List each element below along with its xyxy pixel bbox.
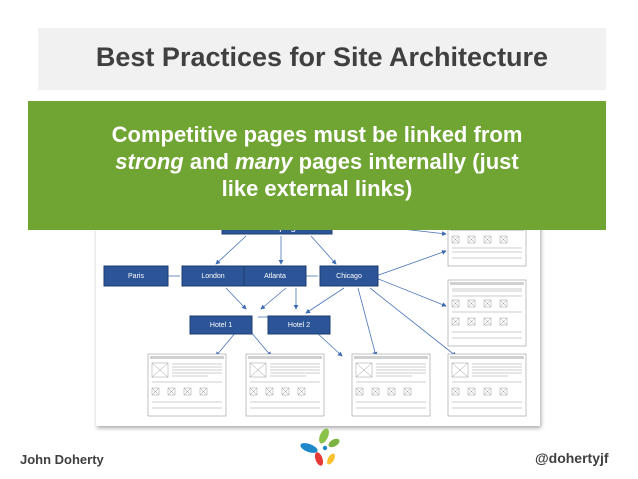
site-architecture-diagram: Homepage Paris [96, 195, 540, 426]
node-hotel-2-label: Hotel 2 [288, 322, 310, 329]
distilled-logo-icon [298, 427, 346, 476]
node-hotel-1-label: Hotel 1 [210, 322, 232, 329]
page-thumbnail [147, 353, 227, 417]
slide-title: Best Practices for Site Architecture [95, 42, 549, 72]
diagram-arrows [168, 220, 457, 357]
page-thumbnail [447, 225, 527, 267]
callout-box: Competitive pages must be linked from st… [28, 101, 606, 230]
callout-text-and: and [183, 149, 236, 174]
page-thumbnail [351, 353, 431, 417]
diagram-svg: Homepage Paris [103, 195, 527, 417]
callout-text-pages: pages internally (just [292, 149, 519, 174]
page-thumbnail [447, 353, 527, 417]
node-hotel-1: Hotel 1 [189, 315, 253, 335]
callout-line-2: strong and many pages internally (just [28, 148, 606, 175]
node-atlanta: Atlanta [243, 265, 307, 287]
node-chicago-label: Chicago [336, 273, 362, 280]
callout-emphasis-many: many [235, 149, 293, 174]
callout-emphasis-strong: strong [115, 149, 184, 174]
callout-line-1: Competitive pages must be linked from [111, 122, 523, 147]
page-thumbnail [447, 279, 527, 347]
title-bar: Best Practices for Site Architecture [38, 28, 606, 90]
callout-line-3: like external links) [221, 176, 413, 201]
page-thumbnail [245, 353, 325, 417]
node-chicago: Chicago [319, 265, 379, 287]
author-name: John Doherty [20, 452, 104, 467]
node-hotel-2: Hotel 2 [267, 315, 331, 335]
node-atlanta-label: Atlanta [264, 273, 286, 280]
node-london-label: London [201, 273, 224, 280]
node-paris: Paris [103, 265, 169, 287]
node-paris-label: Paris [128, 273, 144, 280]
node-london: London [181, 265, 245, 287]
twitter-handle: @dohertyjf [535, 450, 609, 466]
